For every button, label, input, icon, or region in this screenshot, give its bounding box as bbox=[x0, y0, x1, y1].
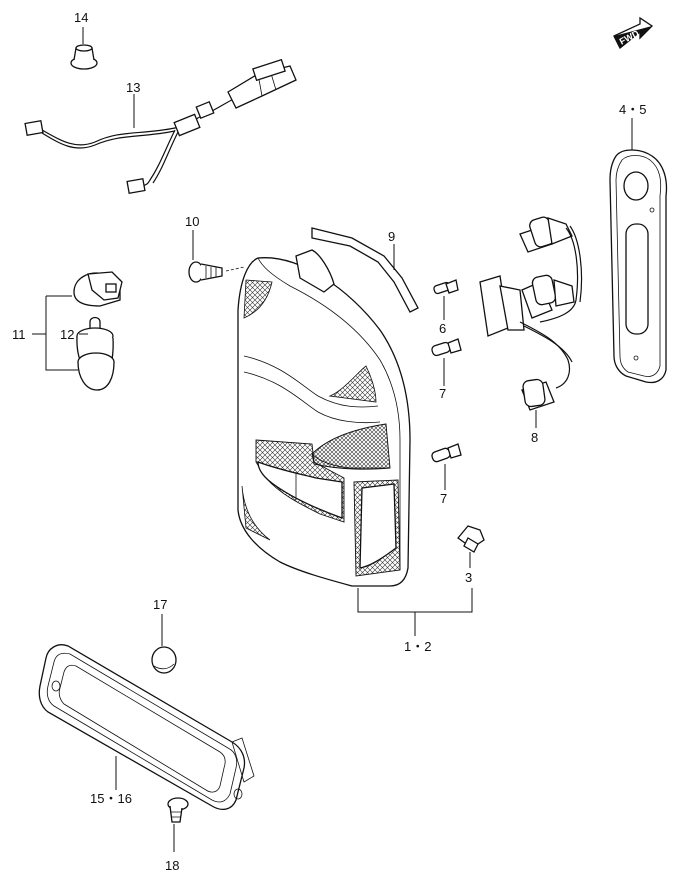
callout-10: 10 bbox=[185, 214, 199, 229]
callout-8: 8 bbox=[531, 430, 538, 445]
callout-18: 18 bbox=[165, 858, 179, 873]
callout-3: 3 bbox=[465, 570, 472, 585]
bulb-part-7-lower: 7 bbox=[431, 443, 462, 506]
screw-part-18: 18 bbox=[165, 797, 189, 873]
socket-parts-11-12: 11 12 bbox=[12, 271, 123, 391]
tail-lamp-housing-part-1-2: 1・2 bbox=[237, 249, 473, 654]
screw-part-10: 10 bbox=[185, 214, 245, 283]
callout-13: 13 bbox=[126, 80, 140, 95]
callout-9: 9 bbox=[388, 229, 395, 244]
callout-12: 12 bbox=[60, 327, 74, 342]
callout-4-5: 4・5 bbox=[619, 102, 646, 117]
gasket-plate-part-4-5: 4・5 bbox=[609, 102, 668, 384]
callout-7a: 7 bbox=[439, 386, 446, 401]
clip-part-3: 3 bbox=[457, 525, 485, 585]
reflector-part-15-16: 15・16 bbox=[38, 644, 255, 811]
forward-direction-badge: FWD bbox=[613, 16, 654, 50]
socket-harness-part-8: 8 bbox=[479, 216, 583, 445]
bulb-part-7-upper: 7 bbox=[431, 338, 462, 401]
callout-17: 17 bbox=[153, 597, 167, 612]
callout-14: 14 bbox=[74, 10, 88, 25]
cap-part-17: 17 bbox=[151, 597, 177, 674]
wiring-harness-part-13: 13 bbox=[24, 58, 297, 195]
callout-7b: 7 bbox=[440, 491, 447, 506]
bulb-part-6: 6 bbox=[433, 279, 459, 336]
callout-1-2: 1・2 bbox=[404, 639, 431, 654]
nut-part-14: 14 bbox=[70, 10, 98, 70]
callout-11: 11 bbox=[12, 327, 26, 342]
callout-6: 6 bbox=[439, 321, 446, 336]
gasket-part-9: 9 bbox=[311, 227, 419, 313]
callout-15-16: 15・16 bbox=[90, 791, 132, 806]
